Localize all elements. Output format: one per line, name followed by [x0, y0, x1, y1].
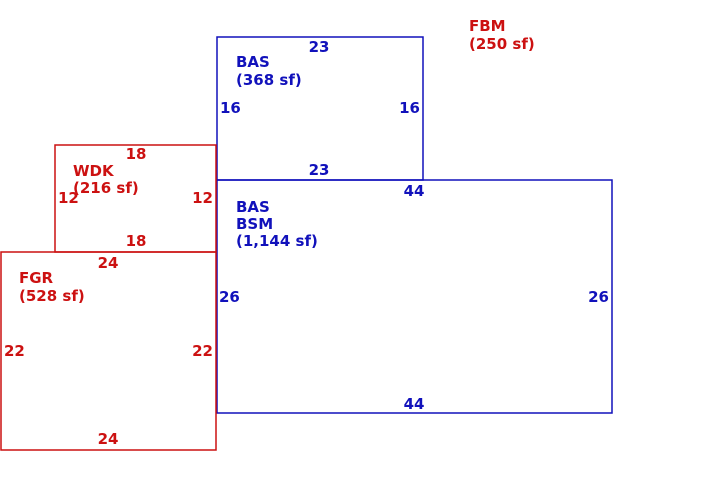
fgr-outline — [0, 251, 217, 451]
bas-main-top-dim: 44 — [404, 182, 425, 200]
bas-upper-area: (368 sf) — [236, 71, 302, 89]
wdk-top-dim: 18 — [126, 145, 147, 163]
bas-main-area: (1,144 sf) — [236, 232, 318, 250]
fgr-left-dim: 22 — [4, 342, 25, 360]
wdk-area: (216 sf) — [73, 179, 139, 197]
bas-upper-top-dim: 23 — [309, 38, 330, 56]
wdk-right-dim: 12 — [192, 189, 213, 207]
bas-main-left-dim: 26 — [219, 288, 240, 306]
wdk-left-dim: 12 — [58, 189, 79, 207]
wdk-label: WDK — [73, 162, 115, 180]
bsm-main-label: BSM — [236, 215, 273, 233]
fgr-bottom-dim: 24 — [98, 430, 119, 448]
fgr-top-dim: 24 — [98, 254, 119, 272]
fgr-right-dim: 22 — [192, 342, 213, 360]
bas-upper-left-dim: 16 — [220, 99, 241, 117]
bas-main-bottom-dim: 44 — [404, 395, 425, 413]
bas-upper-right-dim: 16 — [399, 99, 420, 117]
fgr-label: FGR — [19, 269, 54, 287]
bas-upper-bottom-dim: 23 — [309, 161, 330, 179]
bas-main-label: BAS — [236, 198, 270, 216]
bas-upper-label: BAS — [236, 53, 270, 71]
bas-main-outline — [216, 179, 613, 414]
wdk-bottom-dim: 18 — [126, 232, 147, 250]
fbm-area: (250 sf) — [469, 35, 535, 53]
fbm-label: FBM — [469, 17, 506, 35]
bas-main-right-dim: 26 — [588, 288, 609, 306]
fgr-area: (528 sf) — [19, 287, 85, 305]
